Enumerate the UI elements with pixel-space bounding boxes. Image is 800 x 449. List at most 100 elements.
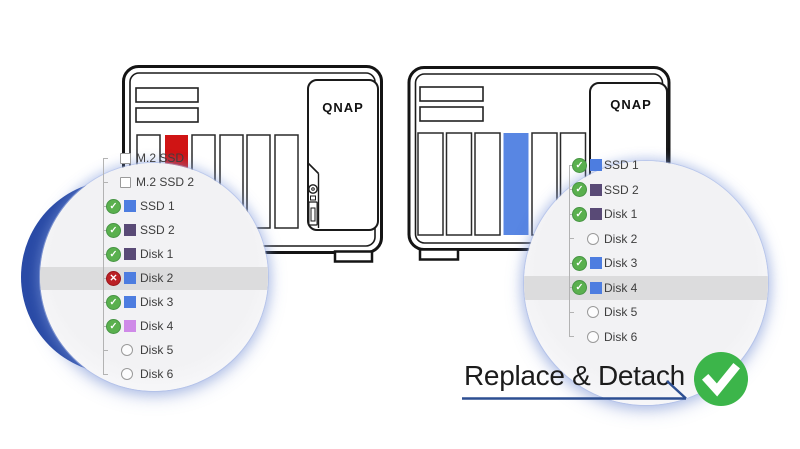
disk-label: SSD 2 [140,223,175,237]
check-icon: ✓ [572,157,587,173]
disk-row[interactable]: M.2 SSD 2 [100,170,230,194]
vent-slot [135,107,199,123]
disk-label: Disk 6 [140,367,174,381]
disk-row[interactable]: ✓ SSD 1 [100,194,230,218]
drive-bay [246,134,271,229]
disk-row[interactable]: ✓ Disk 1 [100,242,230,266]
disk-row[interactable]: ✓ SSD 1 [566,153,696,177]
disk-row[interactable]: ✓ Disk 4 [100,314,230,338]
disk-color-swatch [124,200,136,212]
disk-label: Disk 4 [604,280,638,295]
radio-icon[interactable] [121,344,133,356]
disk-row[interactable]: Disk 6 [100,362,230,386]
disk-color-swatch [124,296,136,308]
disk-row[interactable]: M.2 SSD [100,146,230,170]
success-badge [694,352,748,406]
underline-diagonal [666,380,687,400]
vent-slot [419,106,484,122]
disk-color-swatch [590,159,602,171]
radio-icon[interactable] [587,306,599,318]
checkbox-icon[interactable] [120,152,131,164]
disk-label: Disk 5 [140,343,174,357]
drive-bay [474,132,501,236]
tree-tick [103,277,108,279]
selected-row-highlight [524,275,768,300]
tree-tick [103,229,108,231]
caption-underline [462,380,687,400]
disk-row[interactable]: ✓Disk 1 [566,202,696,226]
checkbox-icon[interactable] [120,176,131,188]
tree-tick [569,262,574,264]
disk-label: SSD 1 [604,158,639,172]
vent-slot [135,87,199,103]
cross-icon: ✕ [106,270,121,286]
tree-tick [103,301,108,303]
check-icon: ✓ [106,294,121,310]
disk-row[interactable]: ✓SSD 2 [566,178,696,202]
front-panel [307,79,379,231]
tree-line [569,164,570,337]
disk-label: Disk 2 [604,231,638,246]
disk-color-swatch [590,257,602,269]
disk-row[interactable]: Disk 2 [566,227,696,251]
disk-label: Disk 3 [604,256,638,270]
check-icon: ✓ [106,198,121,214]
left-zoom-circle [40,163,268,391]
tree-tick [103,253,108,255]
caption-text: Replace & Detach [464,360,685,391]
disk-label: Disk 1 [140,247,174,261]
qnap-logo: QNAP [610,97,652,112]
tree-tick [103,325,108,327]
radio-icon[interactable] [587,232,599,245]
tree-tick [569,164,574,166]
tree-tick [103,205,108,207]
check-icon [701,363,740,397]
check-icon: ✓ [572,182,587,197]
device-foot [333,250,374,263]
panel-diagonal [307,162,320,175]
tree-tick [569,213,574,215]
disk-color-swatch [124,248,136,260]
disk-row[interactable]: Disk 6 [566,325,696,349]
disk-row[interactable]: ✓Disk 3 [100,290,230,314]
check-icon: ✓ [106,246,121,262]
drive-bay [445,132,473,236]
disk-row[interactable]: ✓Disk 3 [566,251,696,275]
tree-tick [569,189,574,190]
disk-label: Disk 5 [604,305,638,319]
disk-row[interactable]: ✓ Disk 4 [566,276,696,300]
drive-bay [274,134,299,229]
disk-row[interactable]: ✓SSD 2 [100,218,230,242]
check-mark [701,363,740,397]
radio-icon[interactable] [587,330,599,343]
disk-color-swatch [124,224,136,236]
drive-bay [417,132,444,236]
drive-bay-blue [503,133,529,235]
selected-row-highlight [40,266,268,290]
radio-icon[interactable] [121,368,133,380]
disk-label: Disk 6 [604,329,638,344]
disk-label: SSD 1 [140,199,175,213]
disk-label: M.2 SSD 2 [136,175,195,189]
tree-tick [103,349,108,351]
tree-tick [103,373,108,375]
disk-row[interactable]: Disk 5 [100,338,230,362]
vent-slot [419,86,484,102]
usb-port-inner [310,207,316,222]
tree-tick [103,157,108,159]
disk-row[interactable]: Disk 5 [566,300,696,324]
disk-row[interactable]: ✕Disk 2 [100,266,230,290]
qnap-logo: QNAP [322,100,364,115]
disk-color-swatch [590,183,602,196]
disk-color-swatch [590,208,602,220]
check-icon: ✓ [572,280,587,295]
tree-tick [103,181,108,183]
disk-color-swatch [124,320,136,332]
usb-port [308,201,318,226]
disk-color-swatch [124,272,136,284]
tree-line [103,158,104,374]
check-icon: ✓ [106,318,121,334]
disk-label: Disk 4 [140,319,174,333]
